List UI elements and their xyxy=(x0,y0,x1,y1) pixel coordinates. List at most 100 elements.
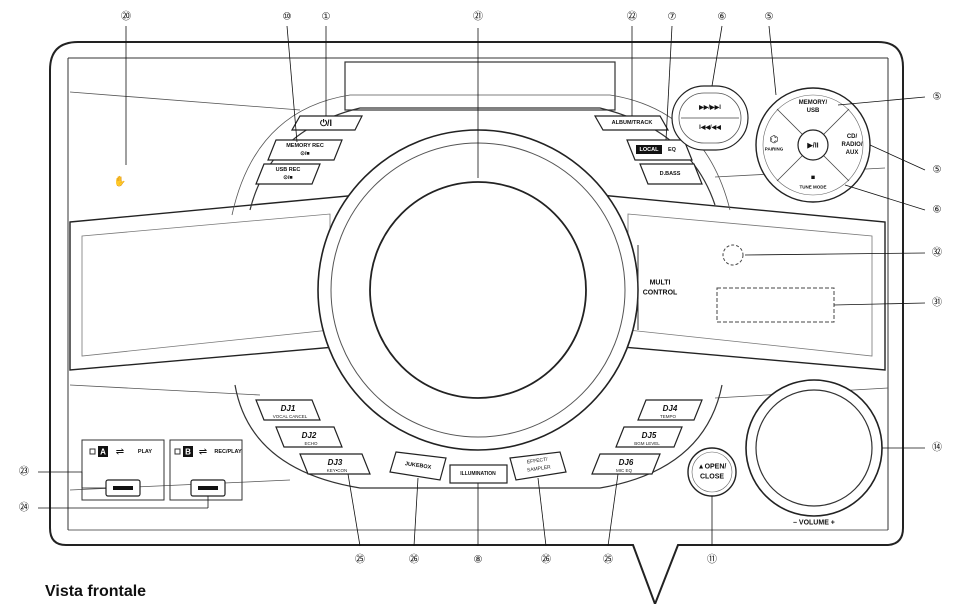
svg-text:ILLUMINATION: ILLUMINATION xyxy=(460,471,496,477)
memory-usb-button-line2: USB xyxy=(807,108,820,114)
leader-lines xyxy=(38,25,926,547)
svg-text:DJ5: DJ5 xyxy=(642,431,657,440)
power-button[interactable]: ⏻/I xyxy=(290,115,363,131)
svg-text:DJ4: DJ4 xyxy=(663,404,678,413)
usb-icon-b: ⇌ xyxy=(199,447,207,458)
callout-11: ⑪ xyxy=(707,554,717,566)
skip-back-button[interactable]: I◀◀/◀◀ xyxy=(699,124,721,131)
unit-casing xyxy=(49,41,904,604)
svg-text:ECHO: ECHO xyxy=(304,441,318,446)
svg-text:ALBUM/TRACK: ALBUM/TRACK xyxy=(612,120,653,126)
svg-text:DJ3: DJ3 xyxy=(328,458,343,467)
svg-text:VOCAL CANCEL: VOCAL CANCEL xyxy=(273,414,308,419)
dj3-button[interactable]: DJ3 KEY•CON xyxy=(299,453,371,475)
memory-usb-button[interactable]: MEMORY/ xyxy=(799,100,828,106)
local-eq-button[interactable]: LOCAL EQ xyxy=(626,139,693,161)
callout-23: ㉓ xyxy=(19,466,29,478)
svg-text:⊙/■: ⊙/■ xyxy=(283,175,292,181)
callout-1: ① xyxy=(322,12,331,23)
callout-25-right: ㉕ xyxy=(603,554,613,566)
svg-text:CLOSE: CLOSE xyxy=(700,474,724,481)
svg-text:DJ1: DJ1 xyxy=(281,404,296,413)
cd-radio-aux-label-3: AUX xyxy=(846,150,859,156)
svg-text:▲OPEN/: ▲OPEN/ xyxy=(698,464,727,471)
callout-5-top: ⑤ xyxy=(765,12,774,23)
dj1-button[interactable]: DJ1 VOCAL CANCEL xyxy=(255,399,321,421)
svg-text:BGM LEVEL: BGM LEVEL xyxy=(634,441,660,446)
lower-button-arc xyxy=(234,384,723,489)
diagram-caption: Vista frontale xyxy=(45,583,147,600)
callout-32: ㉜ xyxy=(932,247,942,259)
callout-31: ㉛ xyxy=(932,297,942,309)
effect-sampler-button[interactable]: EFFECT/ SAMPLER xyxy=(509,451,567,481)
dj5-button[interactable]: DJ5 BGM LEVEL xyxy=(615,426,683,448)
svg-text:TEMPO: TEMPO xyxy=(660,414,677,419)
callout-6-top: ⑥ xyxy=(718,12,727,23)
dj2-button[interactable]: DJ2 ECHO xyxy=(275,426,343,448)
multi-control-label: MULTI xyxy=(650,280,671,287)
callout-26-right: ㉖ xyxy=(541,554,551,566)
callout-7: ⑦ xyxy=(668,12,677,23)
usb-port-b: B ⇌ REC/PLAY xyxy=(169,439,243,501)
skip-buttons[interactable]: ▶▶/▶▶I I◀◀/◀◀ xyxy=(671,85,749,151)
svg-text:JUKEBOX: JUKEBOX xyxy=(404,461,431,471)
svg-text:⏻/I: ⏻/I xyxy=(320,118,332,128)
svg-text:MIC EQ: MIC EQ xyxy=(616,468,633,473)
callout-25-left: ㉕ xyxy=(355,554,365,566)
tune-mode-button[interactable]: TUNE MODE xyxy=(800,185,827,190)
jukebox-button[interactable]: JUKEBOX xyxy=(389,451,447,481)
callout-8: ⑧ xyxy=(474,555,483,566)
multi-control-label-2: CONTROL xyxy=(643,290,678,297)
pairing-button[interactable]: PAIRING xyxy=(765,147,784,152)
skip-forward-button[interactable]: ▶▶/▶▶I xyxy=(698,104,721,111)
dj4-button[interactable]: DJ4 TEMPO xyxy=(637,399,703,421)
disc-tray xyxy=(344,61,616,111)
display-window xyxy=(716,287,835,323)
play-control-cluster: MEMORY/ USB ⌬ PAIRING ▶/II CD/ RADIO/ AU… xyxy=(755,87,871,203)
usb-port-a: A ⇌ PLAY xyxy=(81,439,165,501)
svg-text:⊙/■: ⊙/■ xyxy=(300,151,309,157)
callout-26-left: ㉖ xyxy=(409,554,419,566)
svg-text:DJ2: DJ2 xyxy=(302,431,317,440)
svg-text:▶/II: ▶/II xyxy=(806,143,818,150)
usb-icon-a: ⇌ xyxy=(116,447,124,458)
play-pause-button[interactable] xyxy=(797,129,829,161)
svg-text:D.BASS: D.BASS xyxy=(660,171,681,177)
cd-radio-aux-label-2: RADIO/ xyxy=(842,142,863,148)
hand-touch-icon: ✋ xyxy=(114,175,126,188)
stop-button[interactable]: ■ xyxy=(811,175,815,182)
callout-21: ㉑ xyxy=(473,11,483,23)
album-track-button[interactable]: ALBUM/TRACK xyxy=(593,115,670,131)
callout-10: ⑩ xyxy=(283,12,292,23)
svg-text:SAMPLER: SAMPLER xyxy=(527,464,552,473)
callout-24: ㉔ xyxy=(19,502,29,514)
usb-rec-button[interactable]: USB REC ⊙/■ xyxy=(255,163,321,185)
d-bass-button[interactable]: D.BASS xyxy=(639,163,703,185)
svg-text:KEY•CON: KEY•CON xyxy=(327,468,348,473)
port-b-label: REC/PLAY xyxy=(214,449,242,455)
port-a-letter: A xyxy=(100,448,106,457)
cd-radio-aux-button[interactable]: CD/ xyxy=(847,134,858,140)
multi-control-dial[interactable] xyxy=(369,181,587,399)
callout-5-right-2: ⑤ xyxy=(933,165,942,176)
remote-sensor xyxy=(722,244,744,266)
svg-text:USB REC: USB REC xyxy=(276,167,301,173)
volume-knob[interactable] xyxy=(745,379,883,517)
illumination-button[interactable]: ILLUMINATION xyxy=(449,464,508,484)
svg-text:EFFECT/: EFFECT/ xyxy=(527,457,549,466)
callout-20: ⑳ xyxy=(121,11,131,23)
port-b-letter: B xyxy=(185,448,191,457)
port-a-label: PLAY xyxy=(138,449,152,455)
svg-text:DJ6: DJ6 xyxy=(619,458,634,467)
callout-6-right: ⑥ xyxy=(933,205,942,216)
pairing-icon: ⌬ xyxy=(770,135,779,146)
dj6-button[interactable]: DJ6 MIC EQ xyxy=(591,453,661,475)
local-badge xyxy=(636,145,662,154)
memory-rec-button[interactable]: MEMORY REC ⊙/■ xyxy=(267,139,343,161)
callout-22: ㉒ xyxy=(627,11,637,23)
svg-text:EQ: EQ xyxy=(668,147,677,153)
volume-label: – VOLUME + xyxy=(793,520,835,527)
open-close-button[interactable]: ▲OPEN/ CLOSE xyxy=(687,447,737,497)
svg-text:MEMORY REC: MEMORY REC xyxy=(286,143,324,149)
